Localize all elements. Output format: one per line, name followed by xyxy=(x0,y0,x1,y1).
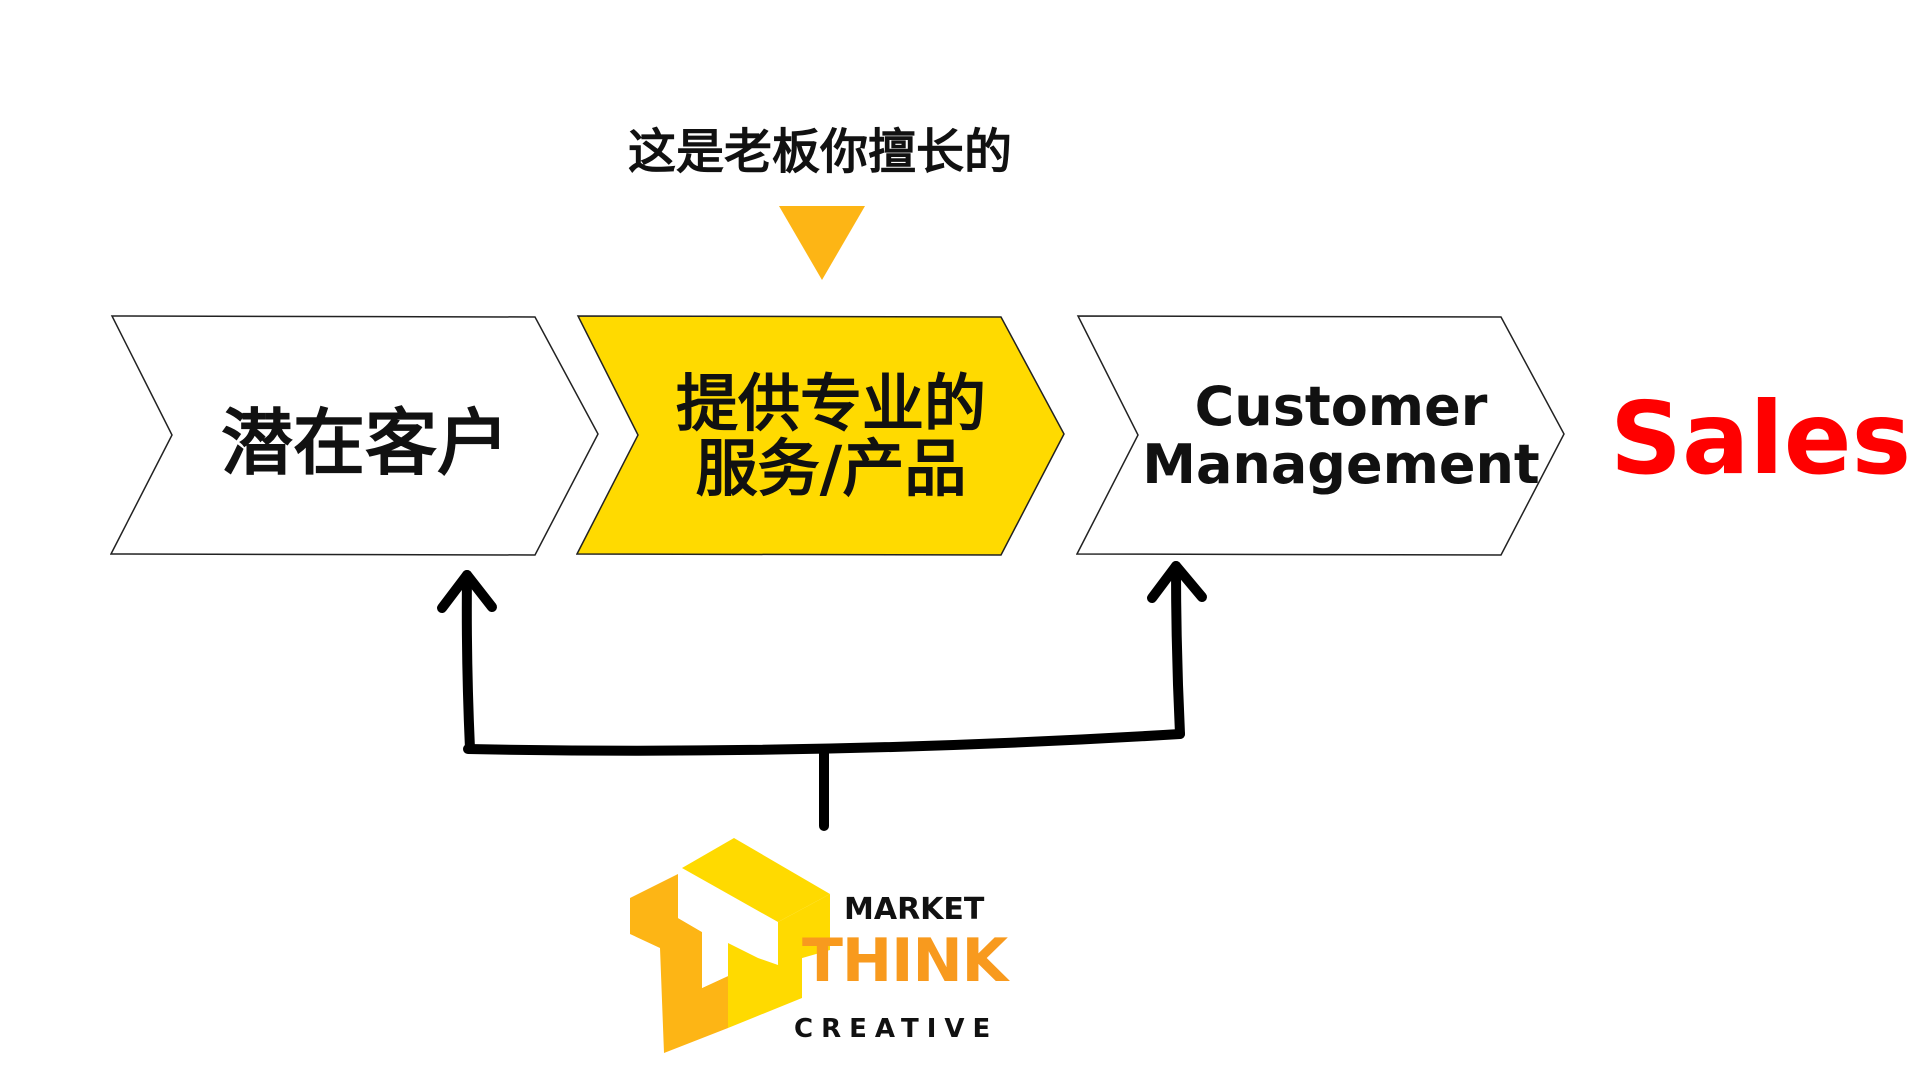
step-potential-customers: 潜在客户 xyxy=(110,314,600,558)
market-think-creative-logo: MARKET THINK CREATIVE xyxy=(630,838,1008,1053)
step-label-line2: Management xyxy=(1142,433,1540,496)
logo-creative-text: CREATIVE xyxy=(794,1014,999,1044)
arrow-to-potential-customers xyxy=(461,570,475,754)
step-label-line1: Customer xyxy=(1194,374,1488,438)
logo-think-text: THINK xyxy=(802,926,1008,996)
logo-cube-icon xyxy=(630,838,830,1053)
step-label-line1: 提供专业的 xyxy=(675,366,986,440)
step-customer-management: Customer Management xyxy=(1076,314,1566,558)
step-label: 潜在客户 xyxy=(220,400,509,485)
headline: 这是老板你擅长的 xyxy=(627,124,1012,180)
step-professional-service: 提供专业的 服务/产品 xyxy=(576,314,1066,558)
logo-market-text: MARKET xyxy=(844,892,985,927)
sales-result: Sales xyxy=(1610,380,1912,497)
step-label-line2: 服务/产品 xyxy=(695,432,967,505)
arrow-to-customer-management xyxy=(1171,561,1185,739)
down-pointer-triangle xyxy=(779,206,865,280)
